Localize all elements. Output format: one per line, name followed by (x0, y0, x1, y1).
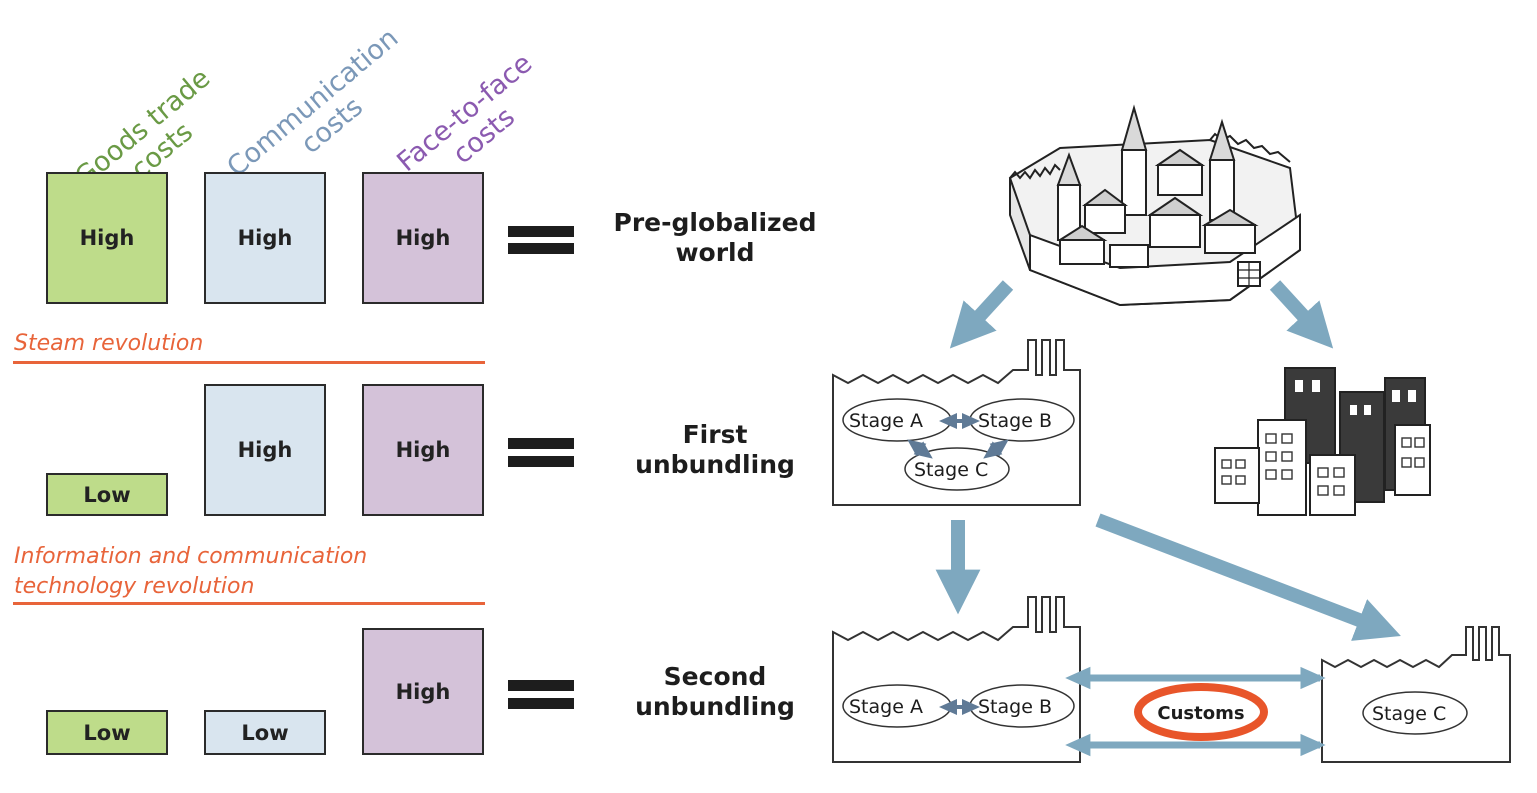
stage-a-label-2: Stage A (849, 696, 923, 718)
row1-communication-bar: High (204, 172, 326, 304)
row3-result-line2: unbundling (635, 692, 795, 721)
stage-c-node-2 (1362, 691, 1468, 735)
customs-ring (1134, 683, 1268, 741)
steam-revolution-label: Steam revolution (14, 329, 203, 359)
row3-goods-bar: Low (46, 710, 168, 755)
city-buildings-icon (1214, 367, 1431, 516)
arrow-town-to-factory (949, 280, 1014, 349)
ict-revolution-rule (13, 602, 485, 605)
home-factory-icon (832, 596, 1081, 763)
row2-face-bar: High (362, 384, 484, 516)
row2-communication-bar: High (204, 384, 326, 516)
stage-a-label: Stage A (849, 410, 923, 432)
row3-face-value: High (395, 679, 451, 704)
row2-result: First unbundling (605, 420, 825, 480)
arrow-town-to-city (1269, 280, 1334, 349)
row2-face-value: High (395, 438, 451, 462)
row1-goods-bar: High (46, 172, 168, 304)
row3-result: Second unbundling (605, 662, 825, 722)
stage-b-label-2: Stage B (978, 696, 1052, 718)
customs-label: Customs (1157, 703, 1244, 724)
stage-c-label: Stage C (914, 459, 988, 481)
row3-face-bar: High (362, 628, 484, 755)
steam-revolution-rule (13, 361, 485, 364)
row1-goods-value: High (79, 226, 135, 250)
row1-result: Pre-globalized world (605, 208, 825, 268)
row1-face-value: High (395, 226, 451, 250)
row2-communication-value: High (237, 438, 293, 462)
row1-communication-value: High (237, 226, 293, 250)
row2-goods-bar: Low (46, 473, 168, 516)
row3-result-line1: Second (663, 662, 767, 691)
row2-goods-value: Low (83, 482, 131, 507)
row1-result-line2: world (675, 238, 755, 267)
row3-goods-value: Low (83, 720, 131, 745)
row2-result-line2: unbundling (635, 450, 795, 479)
row1-result-line1: Pre-globalized (613, 208, 817, 237)
stage-b-label: Stage B (978, 410, 1052, 432)
ict-revolution-line1: Information and communication (14, 544, 368, 569)
row2-result-line1: First (682, 420, 748, 449)
walled-town-icon (1008, 104, 1302, 307)
row3-communication-value: Low (241, 720, 289, 745)
row3-communication-bar: Low (204, 710, 326, 755)
row1-face-bar: High (362, 172, 484, 304)
stage-c-label-2: Stage C (1372, 703, 1446, 725)
steam-revolution-line1: Steam revolution (14, 331, 204, 356)
ict-revolution-label: Information and communication technology… (14, 542, 367, 602)
arrow-factory-to-offshore (1095, 513, 1401, 641)
ict-revolution-line2: technology revolution (14, 574, 255, 599)
